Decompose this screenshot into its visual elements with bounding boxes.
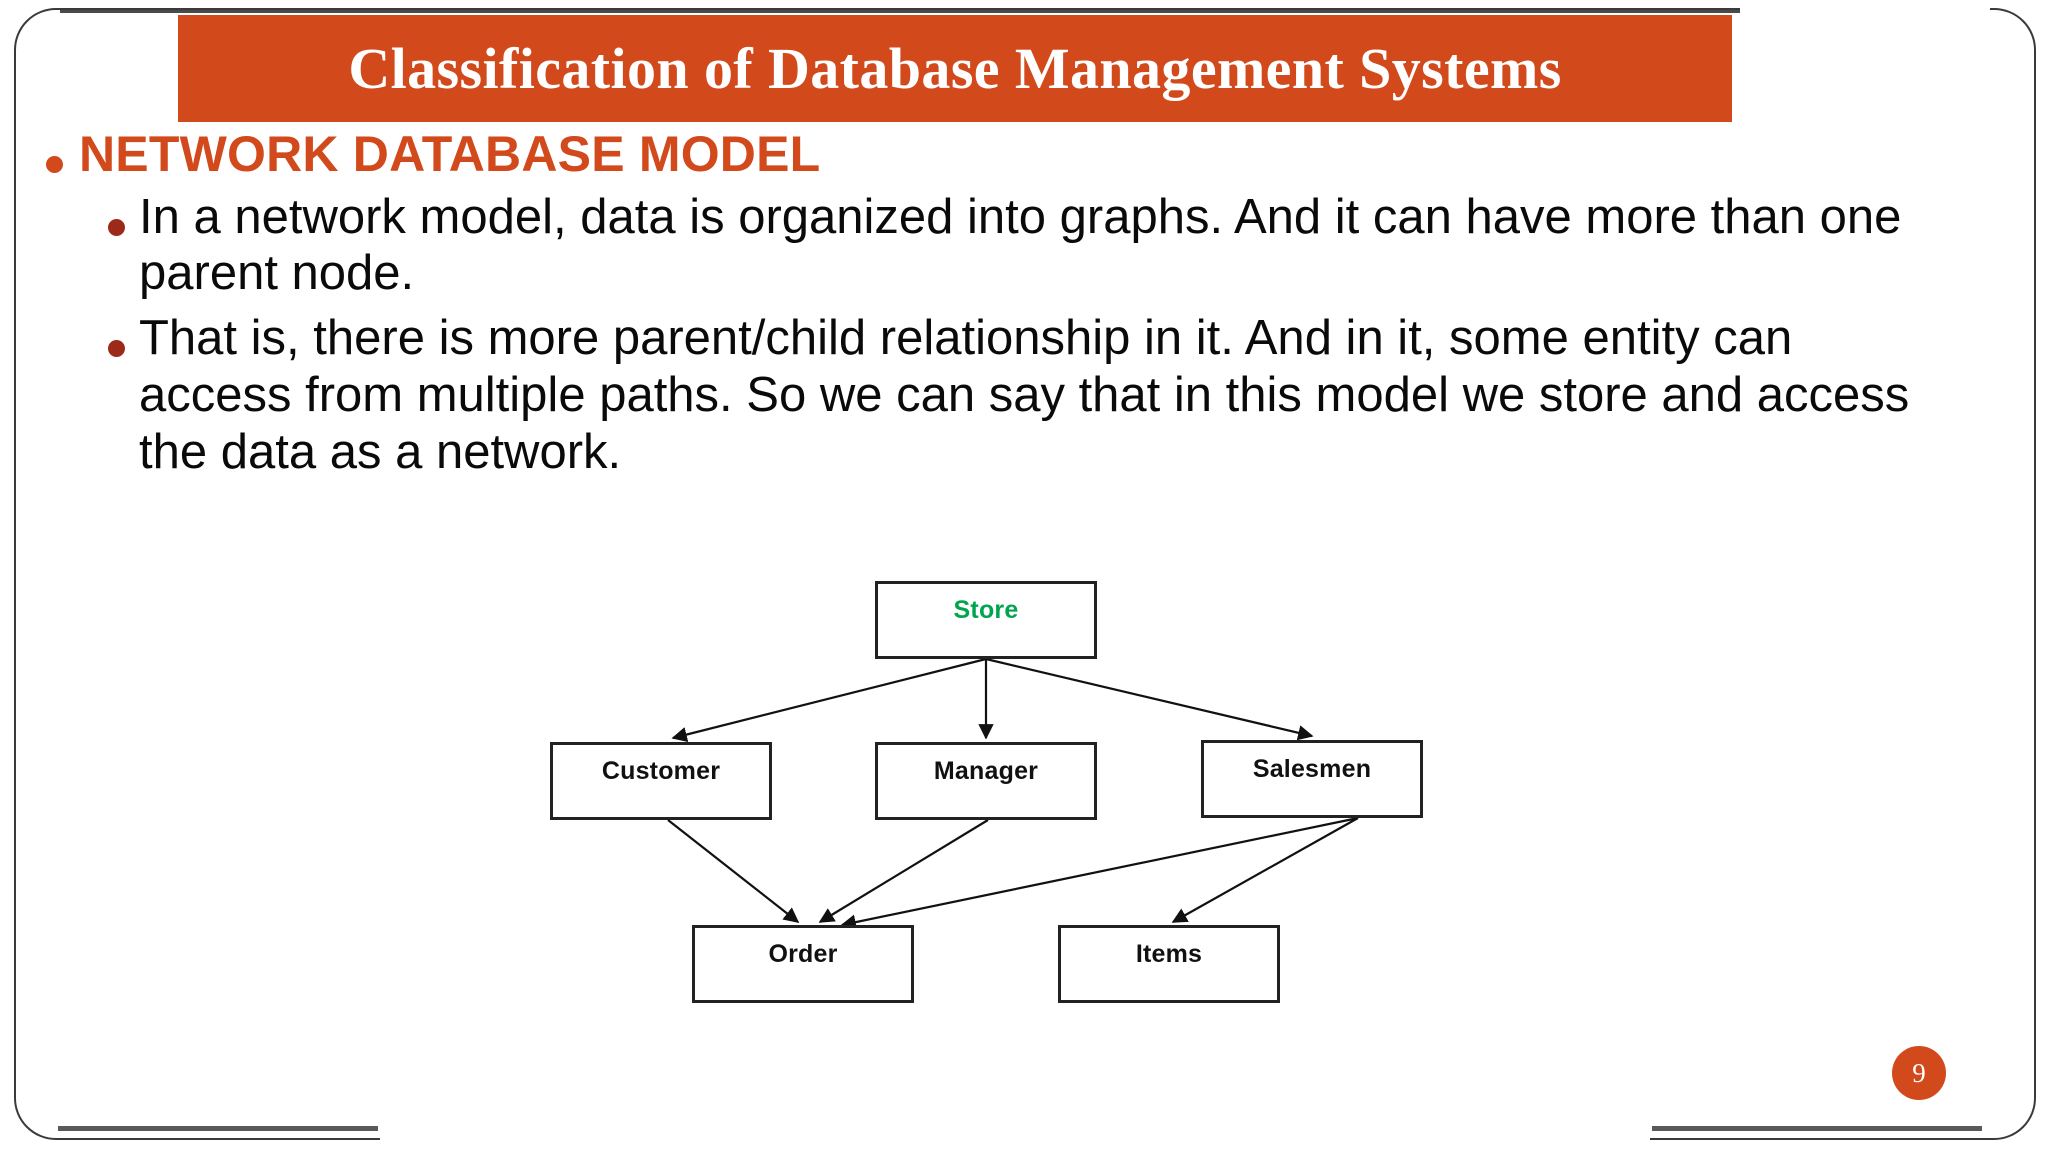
page-number-text: 9	[1912, 1057, 1926, 1088]
bullet-level1-heading: NETWORK DATABASE MODEL	[46, 128, 2006, 181]
network-model-diagram: Store Customer Manager Salesmen Order It…	[540, 575, 1520, 1025]
node-label: Store	[953, 596, 1019, 624]
node-label: Order	[768, 940, 838, 968]
edge-store-salesmen	[985, 657, 1314, 741]
frame-mask-top-right	[1740, 0, 1990, 22]
slide-body: NETWORK DATABASE MODEL In a network mode…	[46, 128, 2006, 481]
bottom-accent-rule-left	[58, 1126, 378, 1131]
diagram-node-manager[interactable]: Manager	[875, 742, 1097, 820]
bullet-level2-item: In a network model, data is organized in…	[108, 189, 2006, 303]
node-label: Salesmen	[1252, 755, 1372, 783]
bullet-text: In a network model, data is organized in…	[139, 189, 1902, 301]
diagram-node-store[interactable]: Store	[875, 581, 1097, 659]
edge-salesmen-items	[1171, 817, 1359, 923]
node-label: Manager	[933, 757, 1039, 785]
heading-text: NETWORK DATABASE MODEL	[79, 126, 821, 182]
bullet-text: That is, there is more parent/child rela…	[139, 311, 1910, 479]
frame-mask-bottom-middle	[380, 1125, 1650, 1149]
top-accent-rule	[60, 10, 1740, 13]
page-title: Classification of Database Management Sy…	[348, 36, 1562, 101]
bottom-accent-rule-right	[1652, 1126, 1982, 1131]
bullet-dot-icon	[46, 156, 63, 173]
diagram-node-customer[interactable]: Customer	[550, 742, 772, 820]
page-number-badge: 9	[1892, 1046, 1946, 1100]
node-label: Items	[1135, 940, 1203, 968]
bullet-dot-icon	[108, 340, 125, 358]
bullet-dot-icon	[108, 218, 125, 236]
edge-customer-order	[667, 819, 800, 923]
bullet-level2-item: That is, there is more parent/child rela…	[108, 310, 2006, 480]
diagram-node-order[interactable]: Order	[692, 925, 914, 1003]
edge-store-customer	[671, 657, 987, 743]
diagram-node-items[interactable]: Items	[1058, 925, 1280, 1003]
edge-manager-order	[818, 819, 989, 923]
node-label: Customer	[601, 757, 721, 785]
diagram-connector-layer	[667, 657, 1359, 930]
diagram-node-salesmen[interactable]: Salesmen	[1201, 740, 1423, 818]
title-banner: Classification of Database Management Sy…	[178, 15, 1732, 122]
edge-salesmen-order	[840, 816, 1359, 930]
